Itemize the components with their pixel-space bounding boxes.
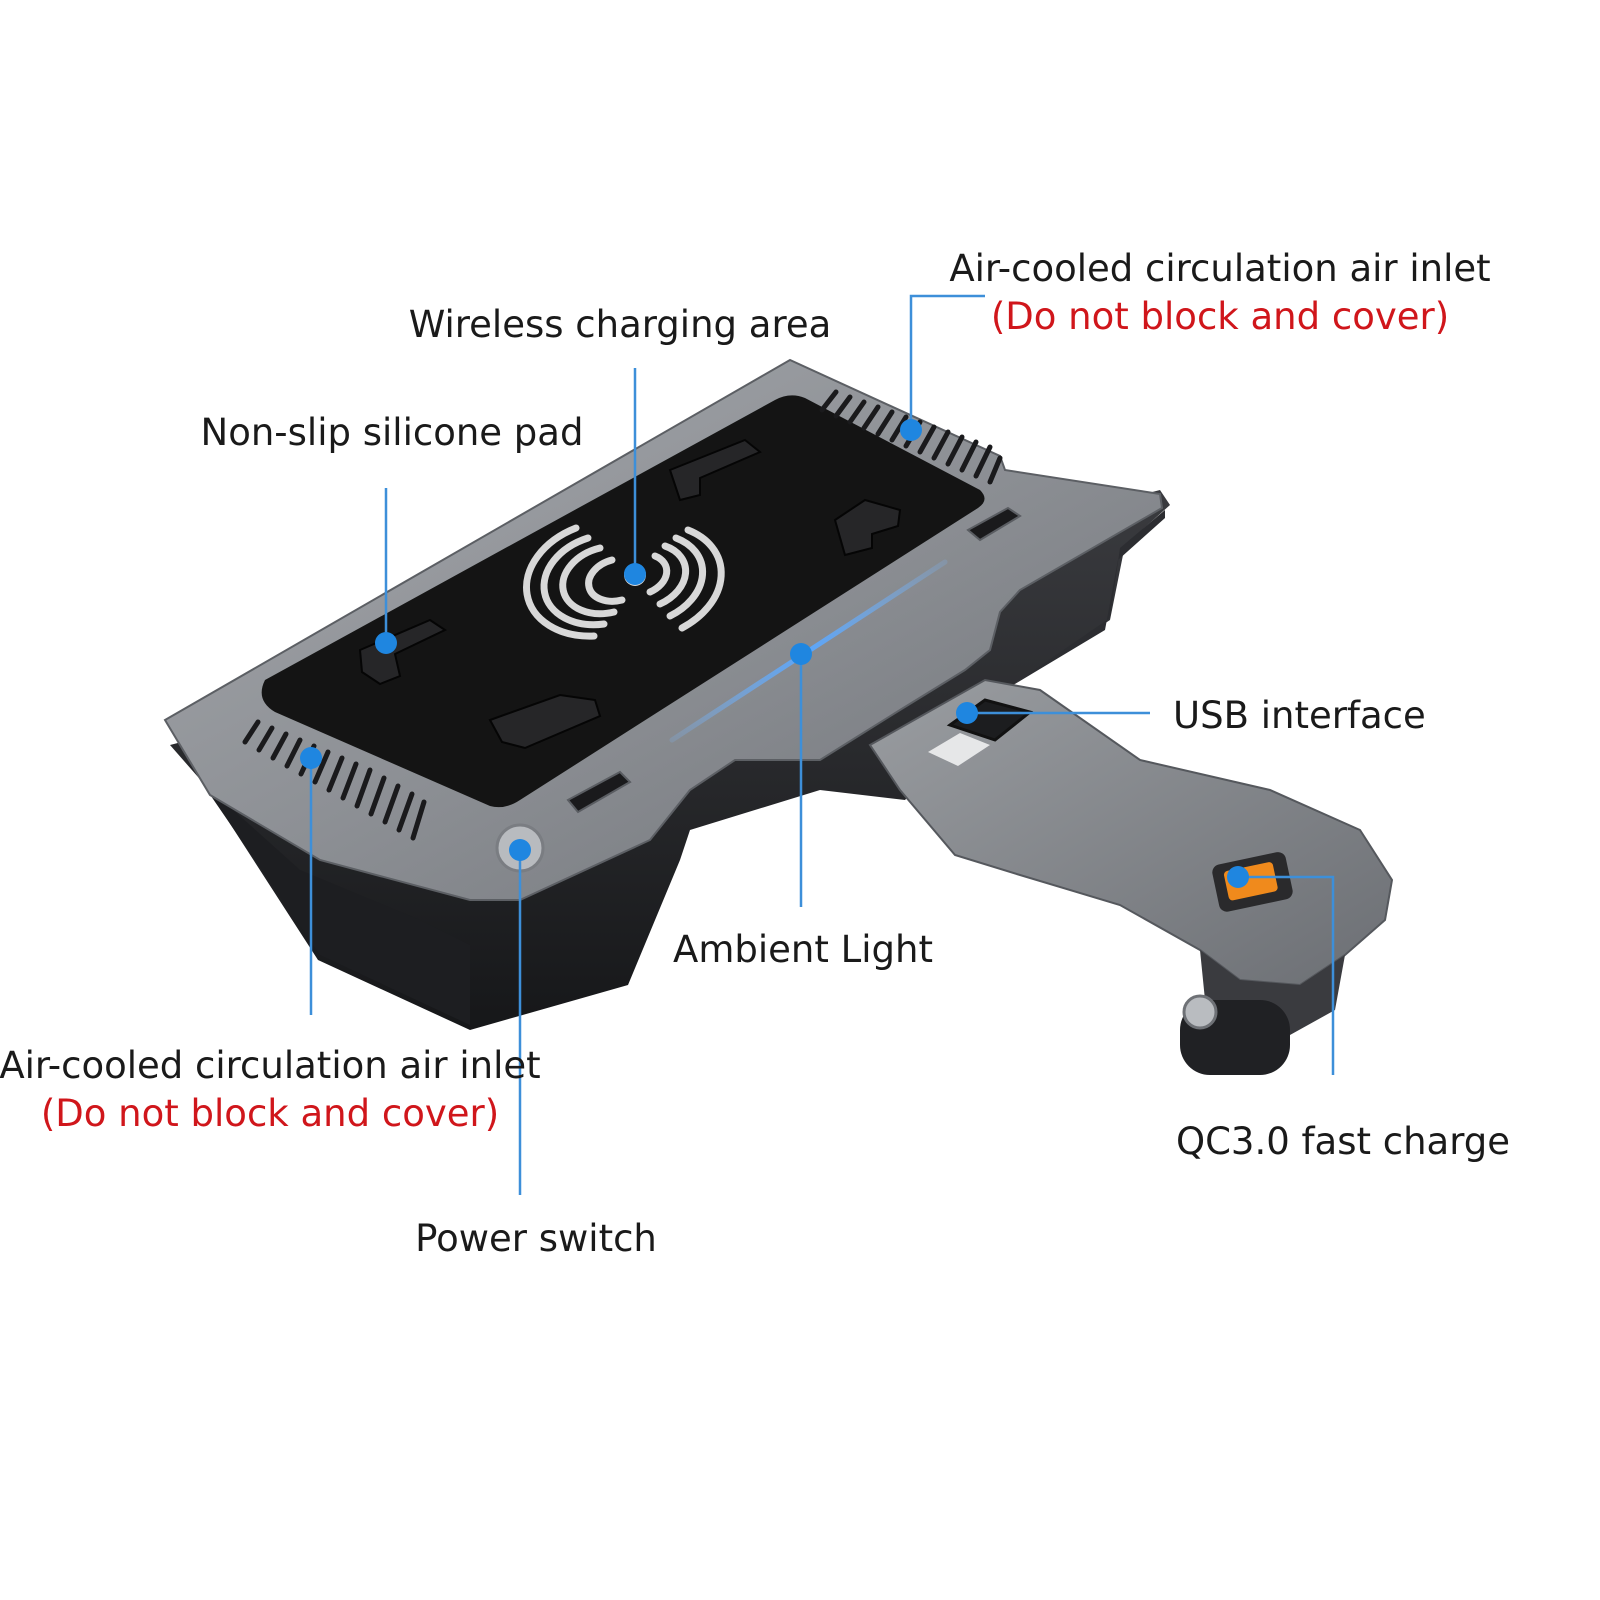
housing-right-face: [1005, 510, 1165, 690]
connector-screw: [1182, 994, 1218, 1030]
bottom-air-inlet-warning: (Do not block and cover): [40, 1092, 500, 1135]
callout-dot-qc: [1227, 866, 1249, 888]
callout-lines: [309, 294, 1335, 1195]
side-tab-right: [966, 506, 1022, 542]
silicone-pad-1: [668, 438, 762, 502]
charger-device: [163, 358, 1394, 1075]
callout-line-top-air-inlet: [909, 294, 985, 430]
callout-dot-top-air-inlet: [900, 419, 922, 441]
power-switch-label: Power switch: [415, 1217, 657, 1260]
non-slip-pad-label: Non-slip silicone pad: [200, 411, 584, 454]
callout-dot-bottom-air-inlet: [300, 747, 322, 769]
callout-dot-power-switch: [509, 839, 531, 861]
callout-dot-usb: [956, 702, 978, 724]
qc-port: [1212, 852, 1293, 912]
top-air-inlet-warning: (Do not block and cover): [990, 295, 1450, 338]
silicone-pad-4: [488, 693, 602, 750]
callout-dots: [300, 419, 1249, 888]
silicone-pad-2: [833, 498, 902, 557]
qc-fast-charge-label: QC3.0 fast charge: [1175, 1120, 1511, 1163]
silicone-pad-3: [358, 618, 448, 686]
bottom-air-inlet-label: Air-cooled circulation air inlet: [0, 1044, 541, 1087]
wireless-charging-area-label: Wireless charging area: [408, 303, 832, 346]
air-inlet-vents-top: [819, 389, 1003, 485]
callout-dot-ambient-light: [790, 643, 812, 665]
ambient-light-label: Ambient Light: [673, 928, 933, 971]
usb-slot-inner: [928, 733, 990, 766]
usb-interface-label: USB interface: [1173, 694, 1426, 737]
callout-line-qc: [1238, 875, 1335, 1075]
side-tab-left: [566, 770, 632, 814]
callout-dot-wireless-area: [624, 563, 646, 585]
silicone-pads: [358, 438, 902, 750]
housing-front-face: [200, 780, 470, 1025]
top-air-inlet-label: Air-cooled circulation air inlet: [949, 247, 1491, 290]
callout-dot-silicone-pad: [375, 632, 397, 654]
